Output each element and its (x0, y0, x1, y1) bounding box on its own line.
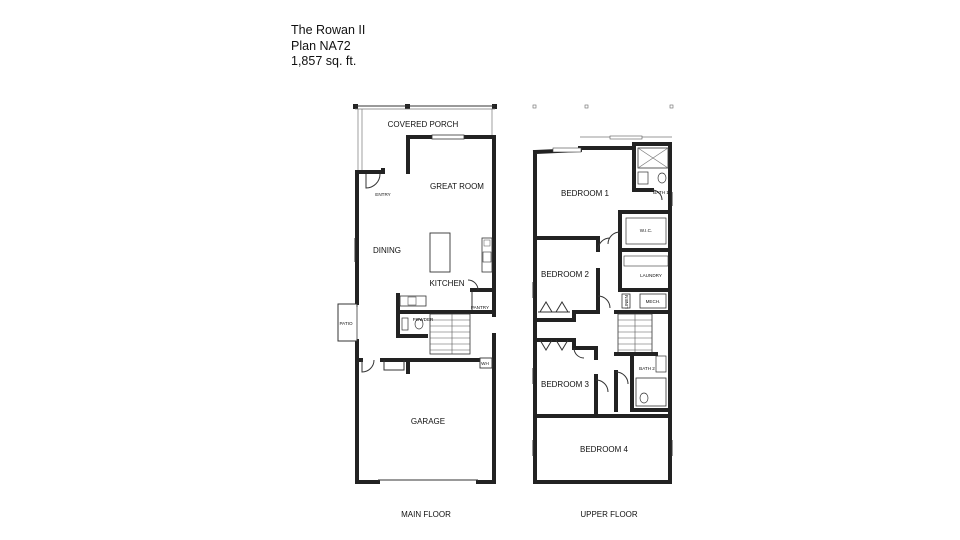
entry-door-swing (365, 173, 381, 189)
wic-door-swing (607, 231, 621, 245)
closet-door-swing (573, 347, 585, 359)
dining-label: DINING (373, 246, 401, 255)
kitchen-label: KITCHEN (429, 279, 464, 288)
bedroom-1-label: BEDROOM 1 (561, 189, 610, 198)
closet-shelf (625, 217, 667, 245)
vanity (655, 355, 667, 373)
vanity (401, 317, 409, 331)
toilet (657, 172, 667, 184)
bath1-door-swing (651, 189, 663, 201)
landing (383, 360, 405, 371)
tub (635, 377, 667, 407)
stairs (429, 313, 471, 355)
great-room-label: GREAT ROOM (430, 182, 484, 191)
window (609, 135, 643, 140)
bath-2-label: BATH 2 (639, 366, 655, 371)
range (483, 239, 491, 247)
plan-header: The Rowan II Plan NA72 1,857 sq. ft. (291, 23, 365, 70)
closet-doors (539, 301, 569, 313)
entry-label: ENTRY (375, 192, 391, 197)
bath-1-label: BATH 1 (653, 190, 669, 195)
wic-label: W.I.C. (640, 228, 653, 233)
toilet (414, 318, 424, 330)
powder-wall (396, 310, 428, 338)
square-footage: 1,857 sq. ft. (291, 54, 357, 68)
bedroom-4-label: BEDROOM 4 (580, 445, 629, 454)
kitchen-island (429, 232, 451, 273)
upper-floor-label: UPPER FLOOR (580, 510, 638, 519)
bedroom3-door-swing (595, 379, 609, 393)
upper-floor-plan: BEDROOM 1 BATH 1 W.I.C. BEDROOM 2 LAUNDR… (532, 104, 674, 484)
plan-number: Plan NA72 (291, 38, 351, 53)
shower-x (637, 147, 669, 169)
water-heater (479, 357, 493, 369)
interior-wall (572, 338, 598, 360)
interior-wall (572, 268, 600, 322)
pantry-label: PANTRY (471, 305, 489, 310)
exterior-wall (355, 168, 385, 174)
interior-wall (533, 236, 600, 252)
garage-label: GARAGE (411, 417, 445, 426)
window (552, 147, 582, 153)
model-name: The Rowan II (291, 23, 366, 37)
garage-door-swing (361, 359, 375, 373)
stair-treads (430, 314, 470, 354)
covered-porch-label: COVERED PORCH (388, 120, 459, 129)
bedroom1-door-swing (597, 237, 611, 251)
dishwasher (407, 296, 417, 306)
linen-label: LINEN (624, 295, 629, 309)
roof-markers (532, 104, 674, 109)
bedroom-3-label: BEDROOM 3 (541, 380, 590, 389)
powder-label: POWDER (413, 317, 434, 322)
bath2-wall (630, 352, 672, 412)
main-floor-plan: COVERED PORCH ENTRY GREAT ROOM DINING KI… (337, 104, 497, 485)
vanity (637, 171, 649, 185)
mech-closet (639, 293, 667, 309)
main-floor-label: MAIN FLOOR (401, 510, 451, 519)
mech-label: MECH. (646, 299, 661, 304)
bedroom-2-label: BEDROOM 2 (541, 270, 590, 279)
exterior-wall (355, 339, 496, 484)
window (431, 134, 465, 140)
linen-closet (621, 293, 631, 309)
toilet (639, 392, 649, 404)
sink (482, 251, 492, 263)
bath2-door-swing (615, 371, 629, 385)
interior-wall (632, 146, 654, 192)
closet-doors (539, 339, 569, 351)
bedroom2-door-swing (597, 295, 611, 309)
washer-dryer (623, 255, 669, 267)
pantry-door-swing (467, 279, 479, 291)
stair-treads (618, 314, 652, 354)
laundry-label: LAUNDRY (640, 273, 662, 278)
wh-label: WH (481, 361, 489, 366)
patio-label: PATIO (339, 321, 353, 326)
